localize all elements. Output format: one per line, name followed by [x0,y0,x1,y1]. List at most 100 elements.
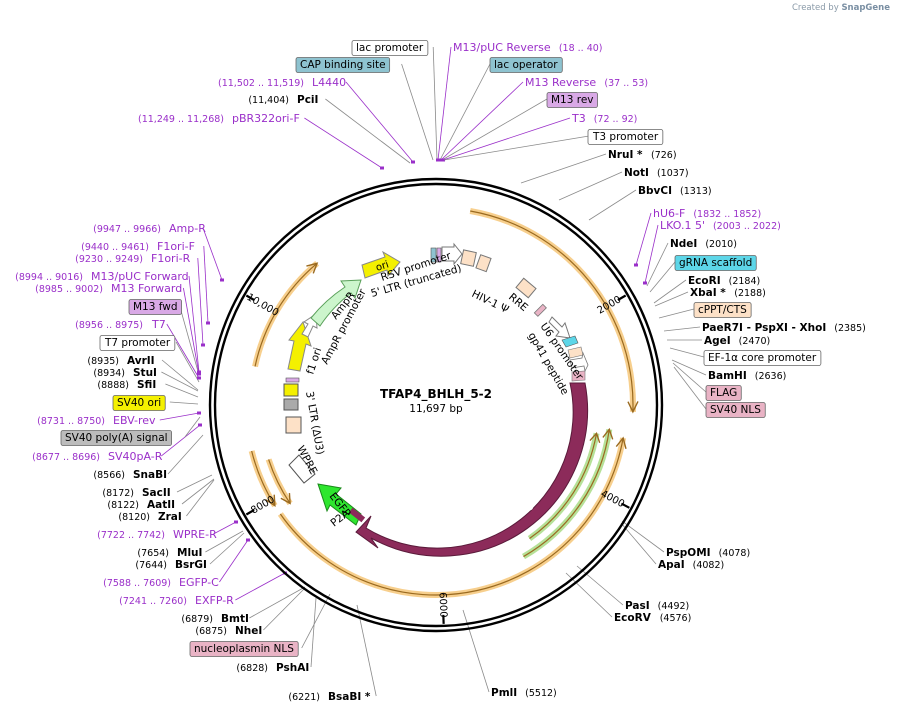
t7-promoter-label: T7 promoter [104,337,171,349]
snabi-annotation[interactable]: SnaBI(8566) [93,469,167,481]
bbvci-annotation[interactable]: BbvCI(1313) [638,185,712,197]
wpre-r-position: (7722 .. 7742) [97,530,165,541]
leader-line [197,257,204,346]
l4440-annotation[interactable]: L4440(11,502 .. 11,519) [218,76,346,89]
sfii-annotation[interactable]: SfiI(8888) [97,379,156,391]
primer-site-mark [198,423,202,427]
rsv-promoter-arrow[interactable] [441,242,463,266]
pshai-annotation[interactable]: PshAI(6828) [236,662,309,674]
bsabi-annotation[interactable]: BsaBI *(6221) [288,691,370,703]
pspomi-annotation[interactable]: PspOMI(4078) [666,547,750,559]
m13fwd-feature-tag[interactable]: M13 fwd [128,299,182,315]
leader-line [588,189,637,221]
pshai-position: (6828) [236,663,268,674]
t7-promoter-feature-tag[interactable]: T7 promoter [99,335,176,351]
sv40ori-feature-tag[interactable]: SV40 ori [112,395,166,411]
apai-annotation[interactable]: ApaI(4082) [658,559,724,571]
ndei-label: NdeI [670,238,697,250]
tick-label: 4000 [599,489,627,511]
nhei-annotation[interactable]: NheI(6875) [195,625,262,637]
zrai-annotation[interactable]: ZraI(8120) [118,511,181,523]
noti-annotation[interactable]: NotI(1037) [624,167,689,179]
orf-arrowhead [306,262,319,274]
ef1a-feature-tag[interactable]: EF-1α core promoter [703,350,822,366]
wpre-box[interactable] [288,454,316,484]
sv40polya-box[interactable] [283,398,299,411]
nrui-annotation[interactable]: NruI *(726) [608,149,677,161]
mlui-annotation[interactable]: MluI(7654) [137,547,202,559]
flag-label: FLAG [710,387,737,399]
ndei-annotation[interactable]: NdeI(2010) [670,238,737,250]
m13-puc-rev-annotation[interactable]: M13/pUC Reverse(18 .. 40) [453,41,603,54]
agei-annotation[interactable]: AgeI(2470) [704,335,770,347]
cap-binding-feature-tag[interactable]: CAP binding site [295,57,391,73]
ltr5-box[interactable] [460,249,477,267]
hiv1-psi-box[interactable] [475,254,492,273]
f1ori-f-annotation[interactable]: F1ori-F(9440 .. 9461) [81,240,195,253]
exfp-r-annotation[interactable]: EXFP-R(7241 .. 7260) [119,594,234,607]
l4440-label: L4440 [312,76,346,89]
avrii-annotation[interactable]: AvrII(8935) [87,355,154,367]
nucleoplasmin-feature-tag[interactable]: nucleoplasmin NLS [189,641,299,657]
cppt-feature-tag[interactable]: cPPT/CTS [693,302,752,318]
pmli-annotation[interactable]: PmlI(5512) [491,687,557,699]
cppt-tag-box [693,302,752,318]
rre-box[interactable] [515,277,537,299]
sv40ori-box[interactable] [283,383,299,397]
flag-feature-tag[interactable]: FLAG [705,385,742,401]
pcii-annotation[interactable]: PciI(11,404) [248,94,318,106]
bbvci-position: (1313) [680,186,712,197]
paer7i-annotation[interactable]: PaeR7I - PspXI - XhoI(2385) [702,322,866,334]
sv40nls-feature-tag[interactable]: SV40 NLS [705,402,766,418]
ecorv-annotation[interactable]: EcoRV(4576) [614,612,691,624]
ebv-rev-annotation[interactable]: EBV-rev (8731 .. 8750) [37,414,156,427]
lac-operator-feature-tag[interactable]: lac operator [489,57,563,73]
m13puc-fwd-annotation[interactable]: M13/pUC Forward(8994 .. 9016) [15,270,189,283]
f1ori-r-annotation[interactable]: F1ori-R(9230 .. 9249) [75,252,190,265]
u6-promoter-arrow[interactable] [548,316,571,339]
ampr-arrow[interactable] [310,279,362,327]
ori-arrow[interactable] [361,250,401,279]
leader-line [672,362,707,393]
bamhi-annotation[interactable]: BamHI(2636) [708,370,786,382]
lac-promoter-feature-tag[interactable]: lac promoter [351,40,429,56]
f1ori-r-label: F1ori-R [151,252,191,265]
wpre-r-annotation[interactable]: WPRE-R(7722 .. 7742) [97,528,217,541]
amp-r-annotation[interactable]: Amp-R(9947 .. 9966) [93,222,206,235]
pasi-annotation[interactable]: PasI(4492) [625,600,689,612]
cap-binding-label: CAP binding site [300,59,386,71]
bsrgi-annotation[interactable]: BsrGI(7644) [135,559,207,571]
lko1-annotation[interactable]: LKO.1 5'(2003 .. 2022) [660,219,781,232]
egfp-arrow[interactable] [317,483,362,526]
cas9-arrow[interactable] [355,382,589,557]
ebv-rev-label: EBV-rev [113,414,156,427]
t3-promoter-feature-tag[interactable]: T3 promoter [587,129,664,145]
grna-feature-tag[interactable]: gRNA scaffold [674,255,757,271]
aatii-annotation[interactable]: AatII(8122) [107,499,175,511]
ecori-annotation[interactable]: EcoRI(2184) [688,275,760,287]
egfp-c-annotation[interactable]: EGFP-C(7588 .. 7609) [103,576,219,589]
bmti-annotation[interactable]: BmtI(6879) [181,613,248,625]
stui-annotation[interactable]: StuI(8934) [93,367,157,379]
t7-annotation[interactable]: T7(8956 .. 8975) [75,318,166,331]
sv40pa-r-annotation[interactable]: SV40pA-R(8677 .. 8696) [32,450,163,463]
snabi-position: (8566) [93,470,125,481]
orf-arc-outline [252,260,320,368]
ltr3-box[interactable] [285,416,302,434]
pbr322ori-annotation[interactable]: pBR322ori-F(11,249 .. 11,268) [138,112,300,125]
ebv-rev-position: (8731 .. 8750) [37,416,105,427]
leader-line [401,63,434,161]
m13-rev-feature-tag[interactable]: M13 rev [546,92,598,108]
m13-forward-annotation[interactable]: M13 Forward(8985 .. 9002) [35,282,182,295]
m13-forward-label: M13 Forward [111,282,182,295]
sv40polya-feature-tag[interactable]: SV40 poly(A) signal [60,430,172,446]
ecorv-position: (4576) [660,613,692,624]
t7-promoter-tag-box [99,335,176,351]
hu6f-annotation[interactable]: hU6-F(1832 .. 1852) [653,207,761,220]
m13-reverse-annotation[interactable]: M13 Reverse(37 .. 53) [525,76,648,89]
t3-annotation[interactable]: T3(72 .. 92) [571,112,637,125]
leader-line [673,366,707,410]
lko1-label: LKO.1 5' [660,219,705,232]
sacii-annotation[interactable]: SacII(8172) [102,487,170,499]
xbai-annotation[interactable]: XbaI *(2188) [690,287,766,299]
